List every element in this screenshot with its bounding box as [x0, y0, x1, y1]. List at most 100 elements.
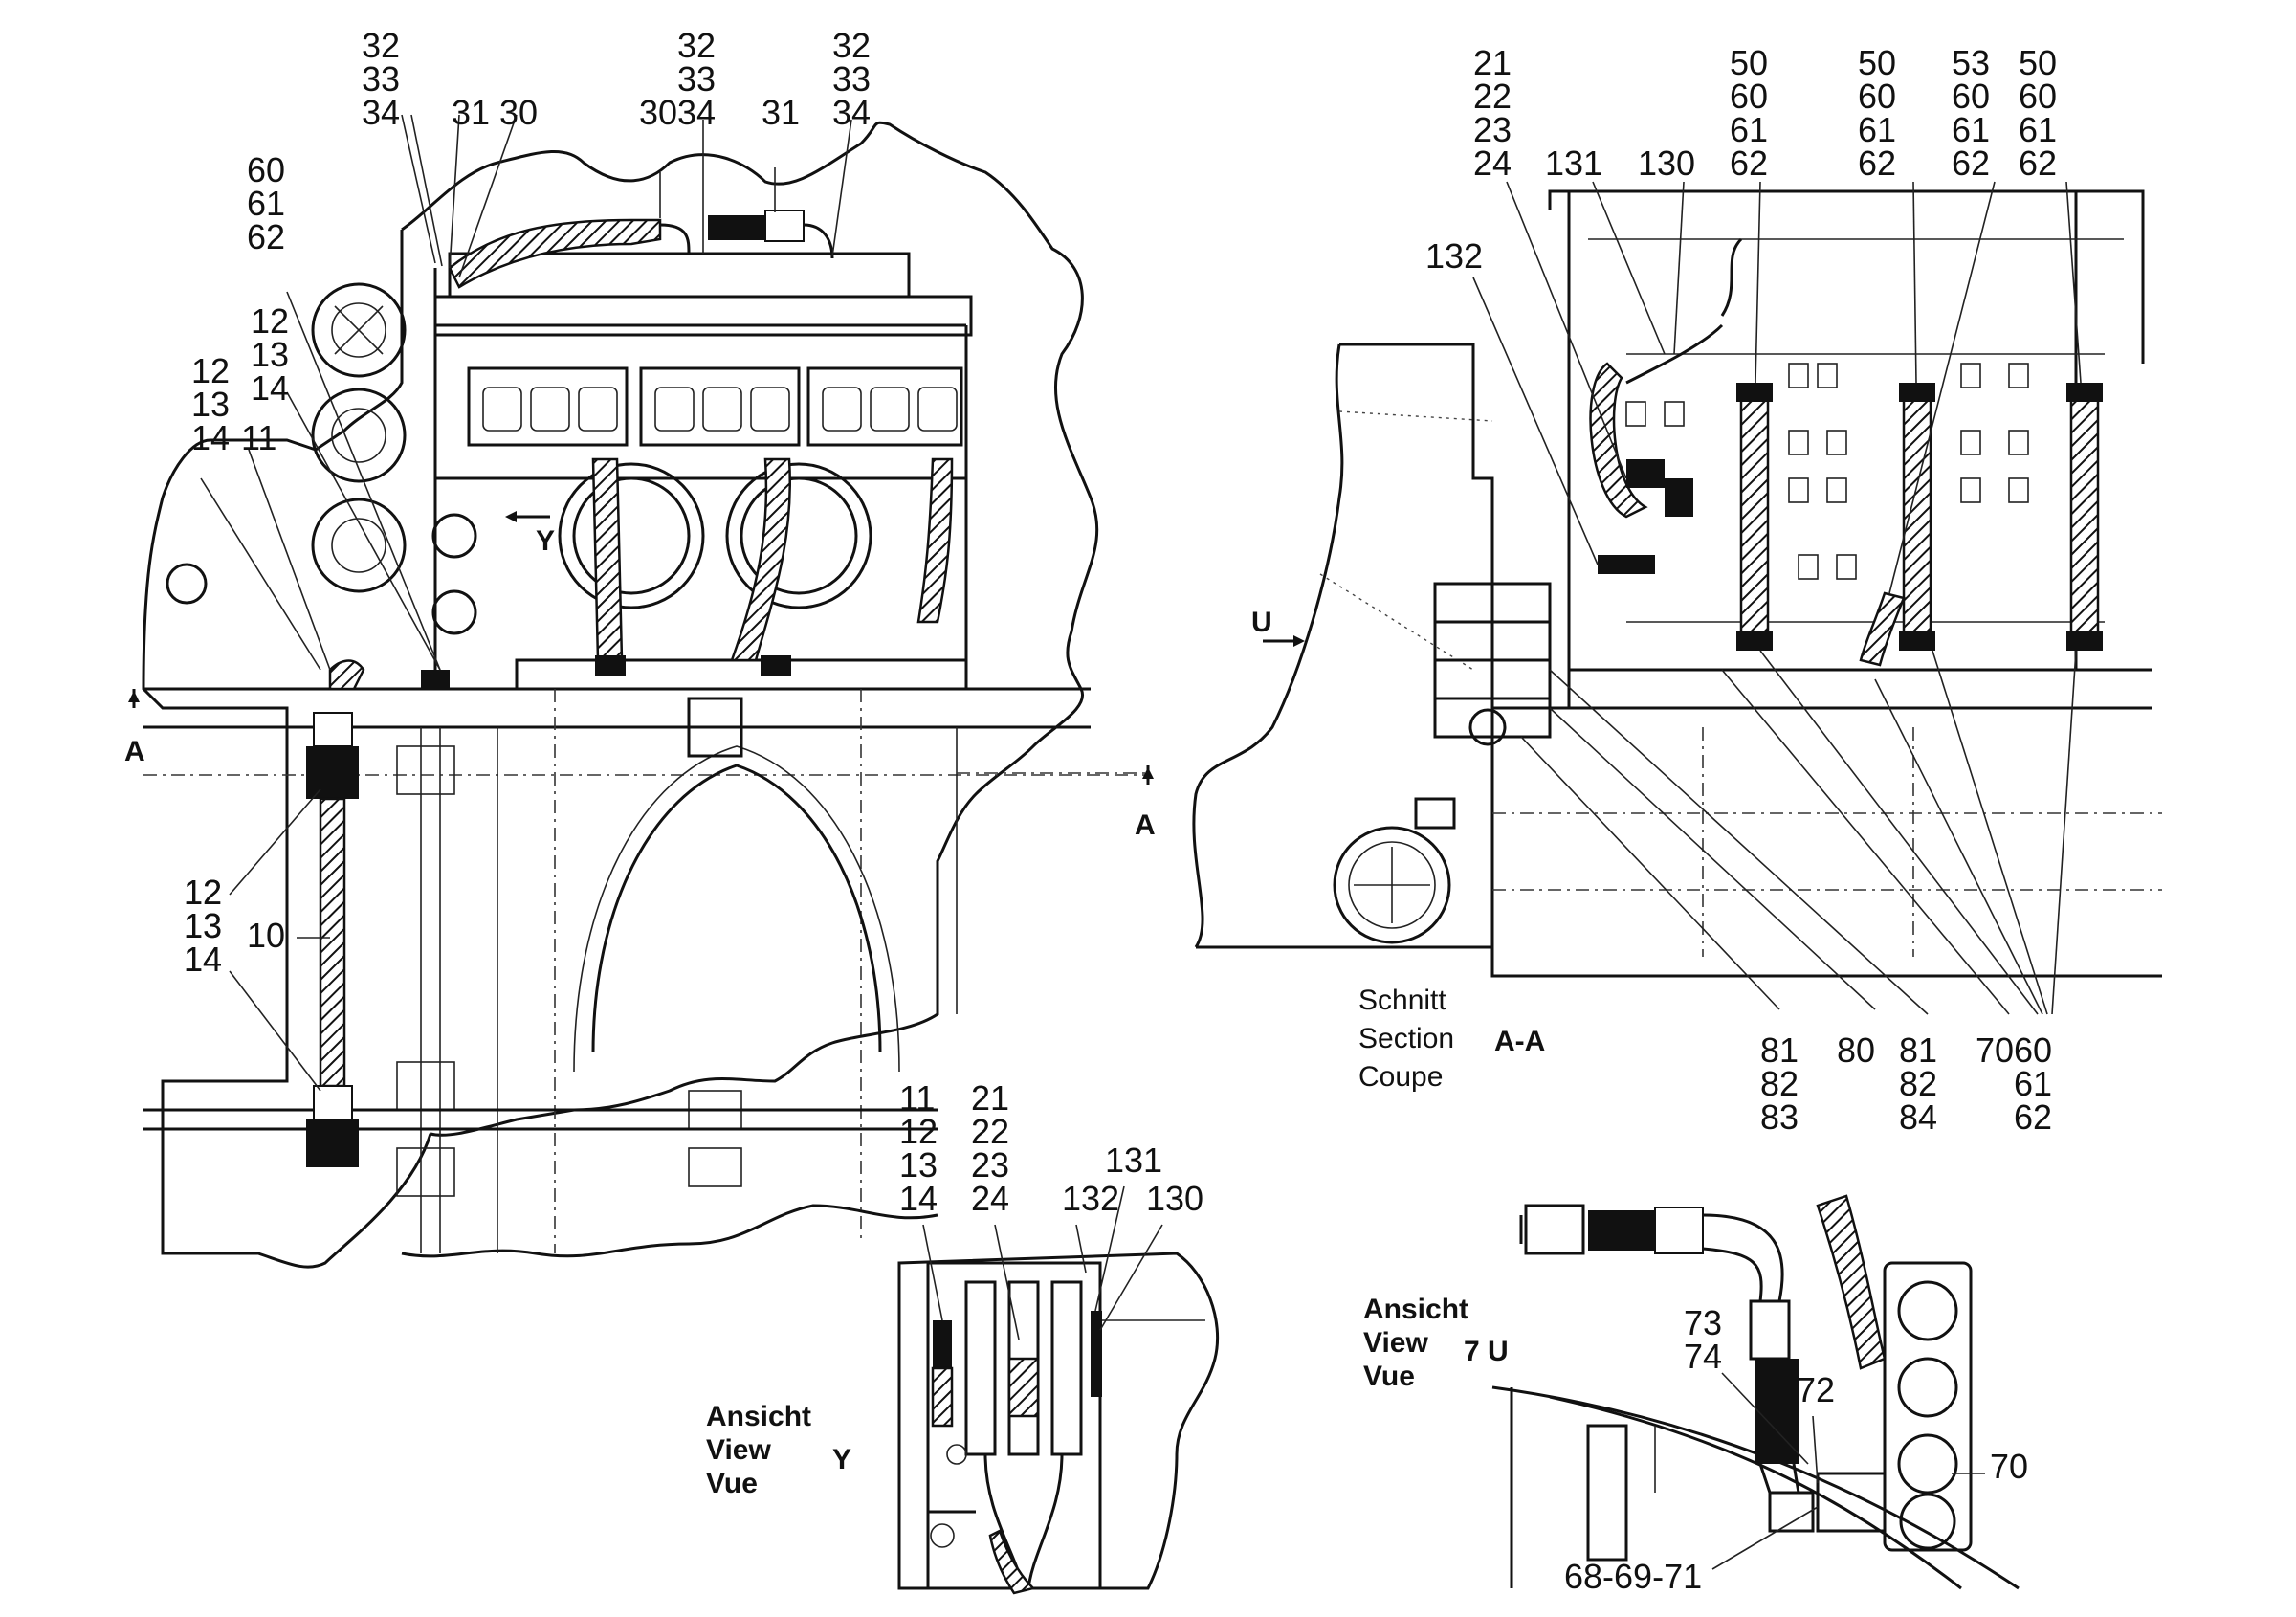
- svg-text:11: 11: [899, 1078, 935, 1118]
- cover-plates: [311, 282, 407, 593]
- svg-text:Section: Section: [1358, 1023, 1454, 1054]
- svg-text:Y: Y: [536, 525, 555, 557]
- svg-text:62: 62: [2014, 1097, 2052, 1137]
- svg-text:Vue: Vue: [706, 1468, 758, 1499]
- section-hose-3: [2069, 390, 2100, 643]
- svg-text:62: 62: [2019, 144, 2057, 183]
- svg-text:130: 130: [1638, 144, 1695, 183]
- section-fittings-stack: [1433, 582, 1552, 739]
- main-break-outline: [401, 121, 1099, 690]
- svg-text:132: 132: [1425, 236, 1483, 276]
- svg-text:131: 131: [1105, 1141, 1162, 1180]
- svg-text:23: 23: [1473, 110, 1512, 149]
- svg-text:7 U: 7 U: [1464, 1336, 1509, 1367]
- section-hose-2: [1902, 390, 1932, 643]
- svg-text:61: 61: [1730, 110, 1768, 149]
- svg-text:U: U: [1251, 607, 1272, 638]
- svg-text:Schnitt: Schnitt: [1358, 985, 1446, 1016]
- svg-text:13: 13: [191, 385, 230, 424]
- svg-text:31: 31: [452, 93, 490, 132]
- svg-text:Vue: Vue: [1363, 1361, 1415, 1392]
- svg-text:72: 72: [1797, 1370, 1835, 1409]
- svg-text:33: 33: [677, 59, 716, 99]
- svg-text:14: 14: [184, 940, 222, 979]
- svg-text:A: A: [1135, 809, 1156, 841]
- svg-text:31: 31: [762, 93, 800, 132]
- svg-text:50: 50: [1858, 43, 1896, 82]
- turbo-housing: [1333, 826, 1451, 944]
- svg-text:12: 12: [251, 301, 289, 341]
- svg-text:12: 12: [184, 873, 222, 912]
- svg-text:34: 34: [362, 93, 400, 132]
- svg-text:21: 21: [971, 1078, 1009, 1118]
- svg-text:68-69-71: 68-69-71: [1564, 1557, 1702, 1596]
- section-small-blocks: [1625, 363, 2029, 580]
- svg-text:60: 60: [247, 150, 285, 189]
- svg-text:10: 10: [247, 916, 285, 955]
- svg-text:Coupe: Coupe: [1358, 1061, 1443, 1093]
- svg-text:84: 84: [1899, 1097, 1937, 1137]
- svg-text:30: 30: [499, 93, 538, 132]
- svg-text:21: 21: [1473, 43, 1512, 82]
- svg-text:32: 32: [832, 26, 871, 65]
- svg-text:34: 34: [832, 93, 871, 132]
- svg-text:61: 61: [2019, 110, 2057, 149]
- svg-text:70: 70: [1976, 1030, 2014, 1070]
- svg-text:22: 22: [1473, 77, 1512, 116]
- injector-blocks: [467, 366, 963, 447]
- main-labels: 32 33 34 31 30 30 32 33 34 31 32 33 34 6…: [124, 26, 1156, 979]
- main-view: 32 33 34 31 30 30 32 33 34 31 32 33 34 6…: [124, 26, 1156, 1269]
- svg-text:12: 12: [191, 351, 230, 390]
- svg-text:33: 33: [362, 59, 400, 99]
- view-y-labels: 11 12 13 14 21 22 23 24 131 132 130 Ansi…: [706, 1078, 1203, 1499]
- svg-text:61: 61: [1858, 110, 1896, 149]
- svg-text:22: 22: [971, 1112, 1009, 1151]
- svg-text:Ansicht: Ansicht: [706, 1401, 811, 1432]
- svg-text:12: 12: [184, 873, 222, 912]
- svg-text:60: 60: [2014, 1030, 2052, 1070]
- svg-text:A-A: A-A: [1494, 1026, 1545, 1057]
- svg-text:60: 60: [1952, 77, 1990, 116]
- svg-text:53: 53: [1952, 43, 1990, 82]
- svg-text:14: 14: [184, 940, 222, 979]
- svg-text:24: 24: [1473, 144, 1512, 183]
- main-leader-lines: [200, 114, 852, 1092]
- section-hose-1: [1739, 390, 1770, 643]
- svg-text:A: A: [124, 736, 145, 767]
- view-u-leader-lines: [1711, 1372, 1985, 1570]
- svg-text:13: 13: [184, 906, 222, 945]
- svg-text:74: 74: [1684, 1337, 1722, 1376]
- view-y-hose-left: [931, 1366, 954, 1428]
- svg-text:23: 23: [971, 1145, 1009, 1185]
- svg-text:24: 24: [971, 1179, 1009, 1218]
- view-y: 11 12 13 14 21 22 23 24 131 132 130 Ansi…: [706, 1078, 1220, 1595]
- section-leader-lines: [1472, 181, 2082, 1015]
- svg-text:30: 30: [639, 93, 677, 132]
- svg-text:32: 32: [677, 26, 716, 65]
- svg-text:62: 62: [1730, 144, 1768, 183]
- svg-text:12: 12: [899, 1112, 938, 1151]
- svg-text:60: 60: [1730, 77, 1768, 116]
- svg-text:13: 13: [899, 1145, 938, 1185]
- svg-text:70: 70: [1990, 1447, 2028, 1486]
- svg-text:61: 61: [247, 184, 285, 223]
- svg-text:14: 14: [191, 418, 230, 457]
- svg-text:130: 130: [1146, 1179, 1203, 1218]
- flange-plate-70: [1883, 1261, 1973, 1552]
- svg-text:34: 34: [677, 93, 716, 132]
- svg-text:13: 13: [251, 335, 289, 374]
- svg-text:83: 83: [1760, 1097, 1799, 1137]
- view-u-hatched-hose: [1816, 1194, 1887, 1370]
- svg-text:60: 60: [2019, 77, 2057, 116]
- svg-text:11: 11: [241, 418, 276, 457]
- svg-text:View: View: [1363, 1327, 1428, 1359]
- svg-text:80: 80: [1837, 1030, 1875, 1070]
- svg-text:View: View: [706, 1434, 771, 1466]
- svg-text:50: 50: [1730, 43, 1768, 82]
- svg-text:50: 50: [2019, 43, 2057, 82]
- svg-text:81: 81: [1899, 1030, 1937, 1070]
- svg-text:62: 62: [1858, 144, 1896, 183]
- svg-text:60: 60: [1858, 77, 1896, 116]
- svg-text:62: 62: [247, 217, 285, 256]
